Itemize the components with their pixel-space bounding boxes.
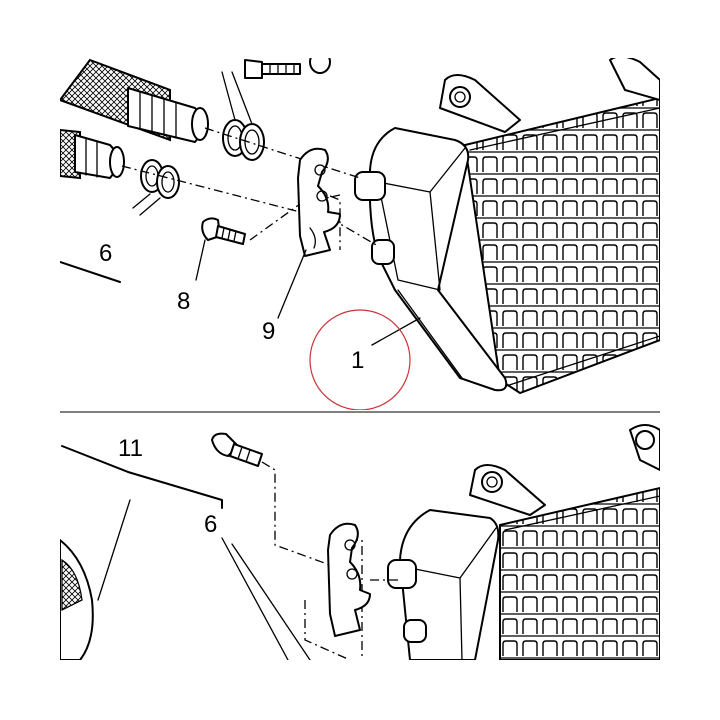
hose-upper: [60, 58, 209, 143]
bracket-bottom: [327, 522, 371, 637]
o-ring-pair-lower: [140, 159, 180, 199]
bolt-bottom: [211, 432, 263, 467]
bracket-part-9: [297, 147, 341, 257]
hose-bottom: [60, 539, 94, 660]
group-brace-11: [61, 445, 223, 509]
callout-8: 8: [177, 288, 190, 315]
screw-part-8: [201, 217, 246, 245]
radiator-side-tank-bottom: [387, 509, 500, 660]
radiator-side-tank: [354, 127, 508, 392]
bottom-detail-view: 11 6: [60, 424, 660, 660]
o-ring-pair-upper: [222, 119, 265, 161]
highlight-circle: [309, 309, 411, 410]
callout-11: 11: [118, 435, 143, 462]
hose-lower: [60, 128, 125, 180]
callout-6-bottom: 6: [204, 511, 217, 538]
callout-6-top: 6: [99, 240, 112, 267]
callout-9: 9: [262, 318, 275, 345]
radiator-core: [439, 58, 660, 395]
radiator-core-bottom: [469, 424, 660, 660]
top-detail-view: 6 8 9 1: [60, 58, 660, 410]
callout-1: 1: [351, 347, 364, 374]
bolt-top: [244, 58, 331, 79]
